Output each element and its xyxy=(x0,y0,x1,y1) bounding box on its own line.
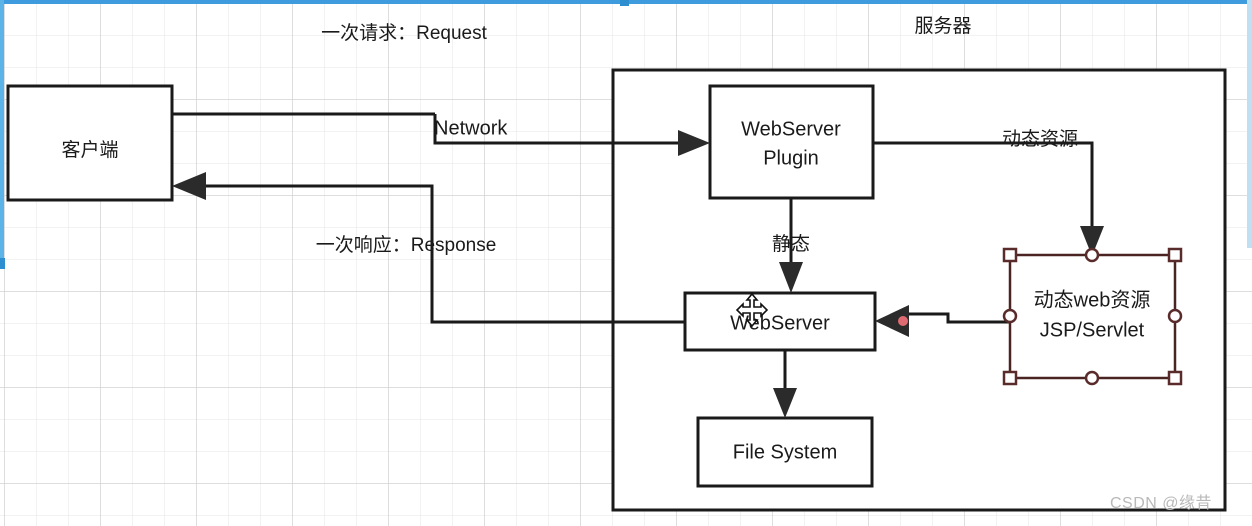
label-network: Network xyxy=(434,117,508,139)
scrollbar-handle[interactable] xyxy=(0,258,5,269)
edge-plugin-to-dynamic[interactable] xyxy=(873,141,1094,232)
edge-plugin-to-dynamic-arrowhead xyxy=(1080,226,1104,256)
selection-handle-top-left[interactable] xyxy=(1002,247,1018,263)
selection-handle-bottom-right[interactable] xyxy=(1167,370,1183,386)
move-cursor-icon xyxy=(735,292,769,328)
node-webserver-plugin-label-1: WebServer xyxy=(741,118,841,140)
edge-client-to-plugin[interactable] xyxy=(172,112,692,145)
node-webserver[interactable] xyxy=(683,291,877,352)
label-server: 服务器 xyxy=(914,15,971,37)
window-top-marker xyxy=(620,0,629,6)
selection-handle-middle-right[interactable] xyxy=(1167,308,1183,324)
label-request: 一次请求：Request xyxy=(321,22,487,44)
node-dynamic-web-resource-label-2: JSP/Servlet xyxy=(1040,319,1145,341)
window-left-border xyxy=(0,0,4,262)
edge-dynamic-to-webserver-endpoint[interactable] xyxy=(898,316,908,326)
label-response: 一次响应：Response xyxy=(316,234,497,256)
edge-dynamic-to-webserver[interactable] xyxy=(905,312,1010,324)
label-static: 静态 xyxy=(772,233,810,255)
label-dynamic-resource: 动态资源 xyxy=(1002,128,1078,150)
node-webserver-plugin[interactable] xyxy=(708,84,875,200)
node-client-label: 客户端 xyxy=(61,139,118,161)
node-webserver-plugin-label-2: Plugin xyxy=(763,147,819,169)
edge-dynamic-to-webserver-arrowhead xyxy=(875,305,909,337)
edge-webserver-to-filesystem-arrowhead xyxy=(773,388,797,418)
edge-webserver-to-client[interactable] xyxy=(196,184,685,324)
node-file-system-label: File System xyxy=(733,441,837,463)
edge-webserver-to-client-arrowhead xyxy=(172,172,206,200)
selection-handle-top-right[interactable] xyxy=(1167,247,1183,263)
edge-client-to-plugin-arrowhead xyxy=(678,130,710,156)
selection-handle-top-center[interactable] xyxy=(1084,247,1100,263)
window-right-border xyxy=(1247,0,1252,248)
node-client[interactable] xyxy=(6,84,174,202)
edge-plugin-to-webserver-arrowhead xyxy=(779,262,803,293)
node-dynamic-web-resource[interactable] xyxy=(1008,253,1177,380)
selection-handle-bottom-center[interactable] xyxy=(1084,370,1100,386)
node-webserver-label: WebServer xyxy=(730,312,830,334)
selection-handle-bottom-left[interactable] xyxy=(1002,370,1018,386)
csdn-watermark: CSDN @缘昔 xyxy=(1110,495,1213,512)
node-dynamic-web-resource-label-1: 动态web资源 xyxy=(1034,288,1151,311)
selection-handle-middle-left[interactable] xyxy=(1002,308,1018,324)
